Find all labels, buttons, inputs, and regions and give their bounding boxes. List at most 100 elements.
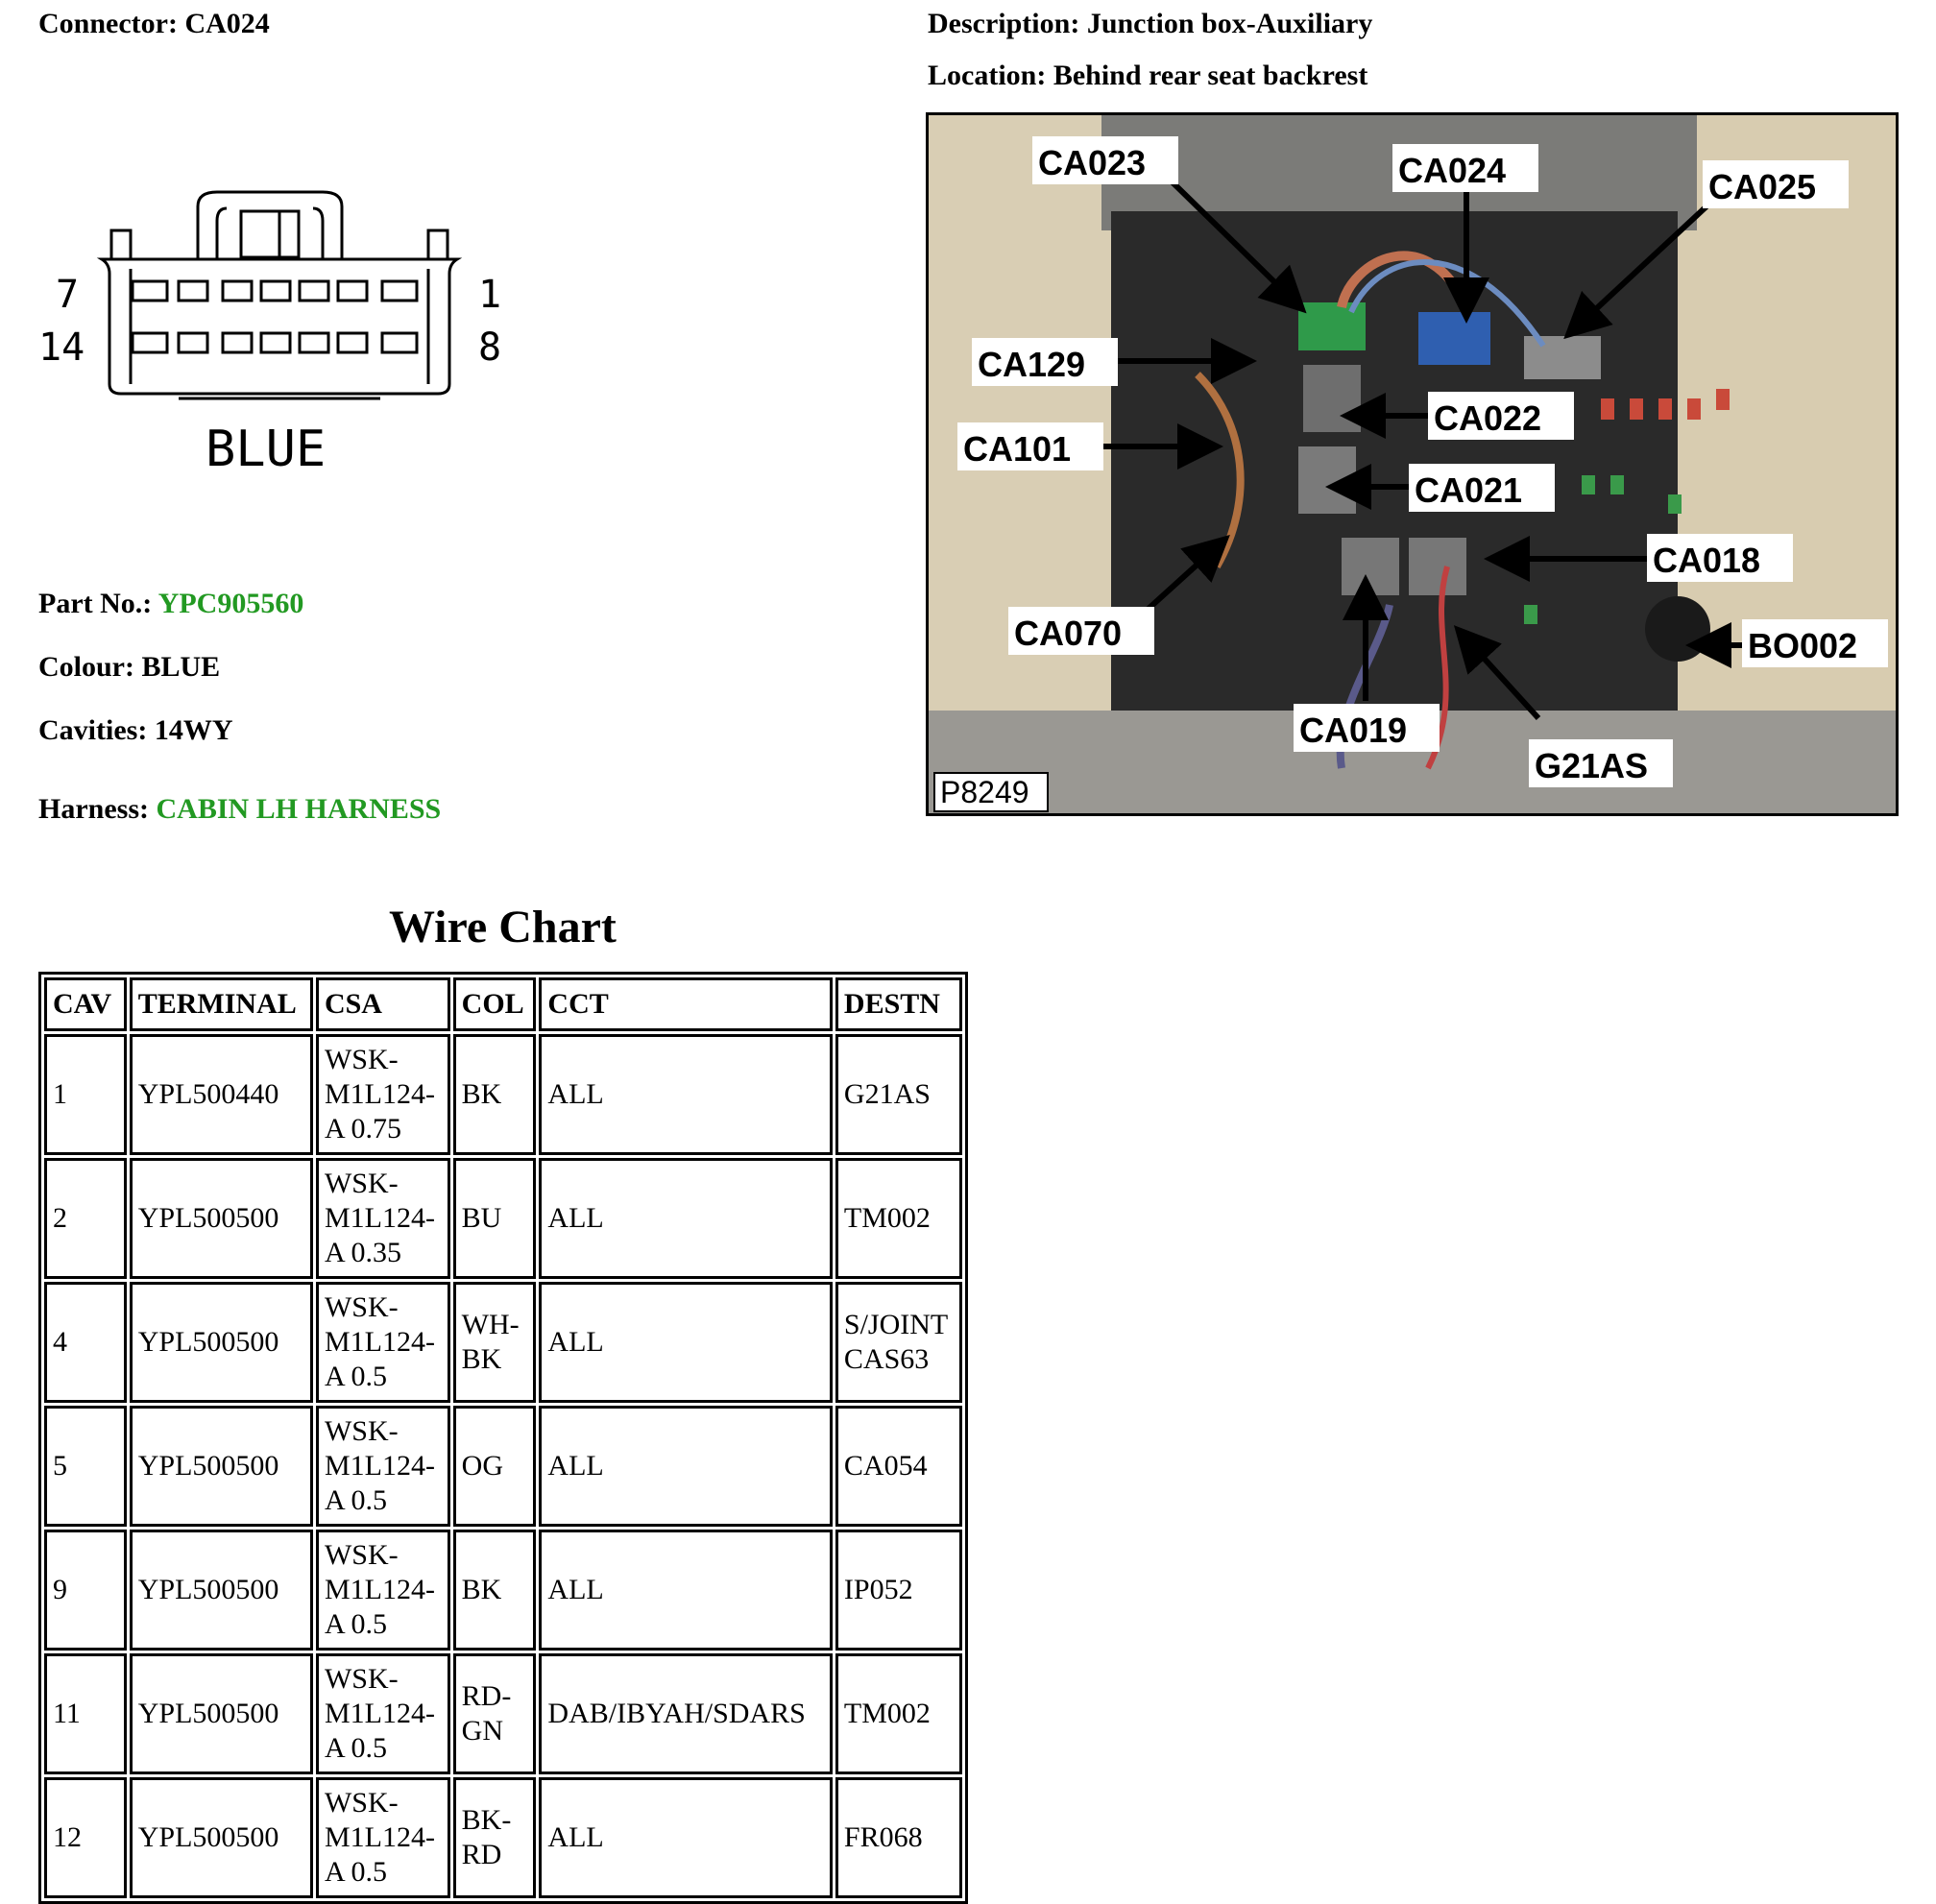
connector-value: CA024 bbox=[184, 8, 270, 39]
connector-field: Connector: CA024 bbox=[38, 8, 270, 40]
cavities-label: Cavities: bbox=[38, 714, 148, 746]
cavity-row-bottom bbox=[131, 331, 419, 354]
pin-label-top-left: 7 bbox=[56, 273, 79, 317]
cell-terminal: YPL500440 bbox=[129, 1034, 313, 1155]
cell-destn: S/JOINT CAS63 bbox=[835, 1282, 962, 1403]
cell-cav: 12 bbox=[44, 1777, 127, 1898]
cell-csa: WSK- M1L124- A 0.5 bbox=[315, 1282, 450, 1403]
description-value: Junction box-Auxiliary bbox=[1086, 8, 1373, 39]
col-header-csa: CSA bbox=[315, 977, 450, 1031]
col-header-cav: CAV bbox=[44, 977, 127, 1031]
callout-ca101: CA101 bbox=[957, 422, 1103, 470]
description-label: Description: bbox=[928, 8, 1080, 39]
cell-destn: G21AS bbox=[835, 1034, 962, 1155]
photo-reference: P8249 bbox=[933, 772, 1049, 812]
colour-field: Colour: BLUE bbox=[38, 651, 220, 684]
harness-link[interactable]: CABIN LH HARNESS bbox=[156, 793, 442, 825]
cell-cct: ALL bbox=[539, 1406, 833, 1527]
cell-cav: 9 bbox=[44, 1530, 127, 1651]
cell-csa: WSK- M1L124- A 0.35 bbox=[315, 1158, 450, 1279]
svg-text:P8249: P8249 bbox=[940, 775, 1029, 809]
colour-value: BLUE bbox=[141, 651, 221, 683]
connector-face-diagram: 7 14 1 8 BLUE bbox=[38, 190, 501, 478]
cell-terminal: YPL500500 bbox=[129, 1777, 313, 1898]
svg-text:CA021: CA021 bbox=[1415, 470, 1522, 510]
cell-cct: ALL bbox=[539, 1034, 833, 1155]
cell-csa: WSK- M1L124- A 0.5 bbox=[315, 1530, 450, 1651]
cell-col: BK bbox=[452, 1034, 537, 1155]
cell-terminal: YPL500500 bbox=[129, 1653, 313, 1774]
callout-ca070: CA070 bbox=[1008, 607, 1154, 655]
connector-label: Connector: bbox=[38, 8, 178, 39]
connector-body bbox=[96, 229, 463, 396]
col-header-destn: DESTN bbox=[835, 977, 962, 1031]
cell-csa: WSK- M1L124- A 0.5 bbox=[315, 1406, 450, 1527]
cell-col: BU bbox=[452, 1158, 537, 1279]
cell-terminal: YPL500500 bbox=[129, 1530, 313, 1651]
colour-label: Colour: bbox=[38, 651, 134, 683]
cell-cav: 5 bbox=[44, 1406, 127, 1527]
cell-col: BK bbox=[452, 1530, 537, 1651]
pin-label-bottom-right: 8 bbox=[478, 325, 501, 370]
description-field: Description: Junction box-Auxiliary bbox=[928, 8, 1372, 40]
cell-cct: ALL bbox=[539, 1158, 833, 1279]
cell-terminal: YPL500500 bbox=[129, 1158, 313, 1279]
cell-csa: WSK- M1L124- A 0.5 bbox=[315, 1653, 450, 1774]
cell-cav: 1 bbox=[44, 1034, 127, 1155]
part-no-field: Part No.: YPC905560 bbox=[38, 588, 303, 620]
svg-text:BO002: BO002 bbox=[1748, 626, 1857, 665]
svg-text:CA024: CA024 bbox=[1398, 151, 1506, 190]
cavities-field: Cavities: 14WY bbox=[38, 714, 232, 747]
col-header-terminal: TERMINAL bbox=[129, 977, 313, 1031]
callout-ca129: CA129 bbox=[972, 338, 1118, 386]
cell-destn: IP052 bbox=[835, 1530, 962, 1651]
part-no-link[interactable]: YPC905560 bbox=[157, 588, 304, 619]
svg-text:CA019: CA019 bbox=[1299, 711, 1407, 750]
location-field: Location: Behind rear seat backrest bbox=[928, 60, 1367, 92]
callout-ca023: CA023 bbox=[1032, 136, 1178, 184]
callout-ca024: CA024 bbox=[1392, 144, 1538, 192]
latch-outline bbox=[196, 190, 344, 259]
callout-ca022: CA022 bbox=[1428, 392, 1574, 440]
callout-ca019: CA019 bbox=[1294, 704, 1440, 752]
wire-chart-header-row: CAV TERMINAL CSA COL CCT DESTN bbox=[44, 977, 962, 1031]
cell-csa: WSK- M1L124- A 0.75 bbox=[315, 1034, 450, 1155]
cavity-row-top bbox=[131, 279, 419, 302]
cell-col: OG bbox=[452, 1406, 537, 1527]
cell-cct: ALL bbox=[539, 1530, 833, 1651]
cell-cav: 11 bbox=[44, 1653, 127, 1774]
cell-cct: DAB/IBYAH/SDARS bbox=[539, 1653, 833, 1774]
svg-text:CA025: CA025 bbox=[1708, 167, 1816, 206]
cell-col: RD- GN bbox=[452, 1653, 537, 1774]
cell-destn: TM002 bbox=[835, 1653, 962, 1774]
location-photo: CA023 CA024 CA025 CA129 CA022 CA101 bbox=[926, 112, 1899, 816]
svg-text:CA018: CA018 bbox=[1653, 541, 1760, 580]
svg-text:CA129: CA129 bbox=[978, 345, 1085, 384]
callout-g21as: G21AS bbox=[1529, 739, 1673, 787]
cell-col: BK- RD bbox=[452, 1777, 537, 1898]
location-photo-illustration: CA023 CA024 CA025 CA129 CA022 CA101 bbox=[929, 115, 1896, 813]
cell-destn: FR068 bbox=[835, 1777, 962, 1898]
cell-cct: ALL bbox=[539, 1282, 833, 1403]
location-label: Location: bbox=[928, 60, 1047, 91]
callout-ca018: CA018 bbox=[1647, 534, 1793, 582]
cell-col: WH- BK bbox=[452, 1282, 537, 1403]
pin-label-top-right: 1 bbox=[478, 273, 501, 317]
svg-text:CA023: CA023 bbox=[1038, 143, 1146, 182]
svg-text:G21AS: G21AS bbox=[1535, 746, 1648, 785]
svg-text:CA070: CA070 bbox=[1014, 614, 1122, 653]
cell-csa: WSK- M1L124- A 0.5 bbox=[315, 1777, 450, 1898]
col-header-cct: CCT bbox=[539, 977, 833, 1031]
cell-terminal: YPL500500 bbox=[129, 1406, 313, 1527]
pin-label-bottom-left: 14 bbox=[38, 325, 85, 370]
cell-destn: TM002 bbox=[835, 1158, 962, 1279]
cavities-value: 14WY bbox=[154, 714, 233, 746]
cell-cct: ALL bbox=[539, 1777, 833, 1898]
